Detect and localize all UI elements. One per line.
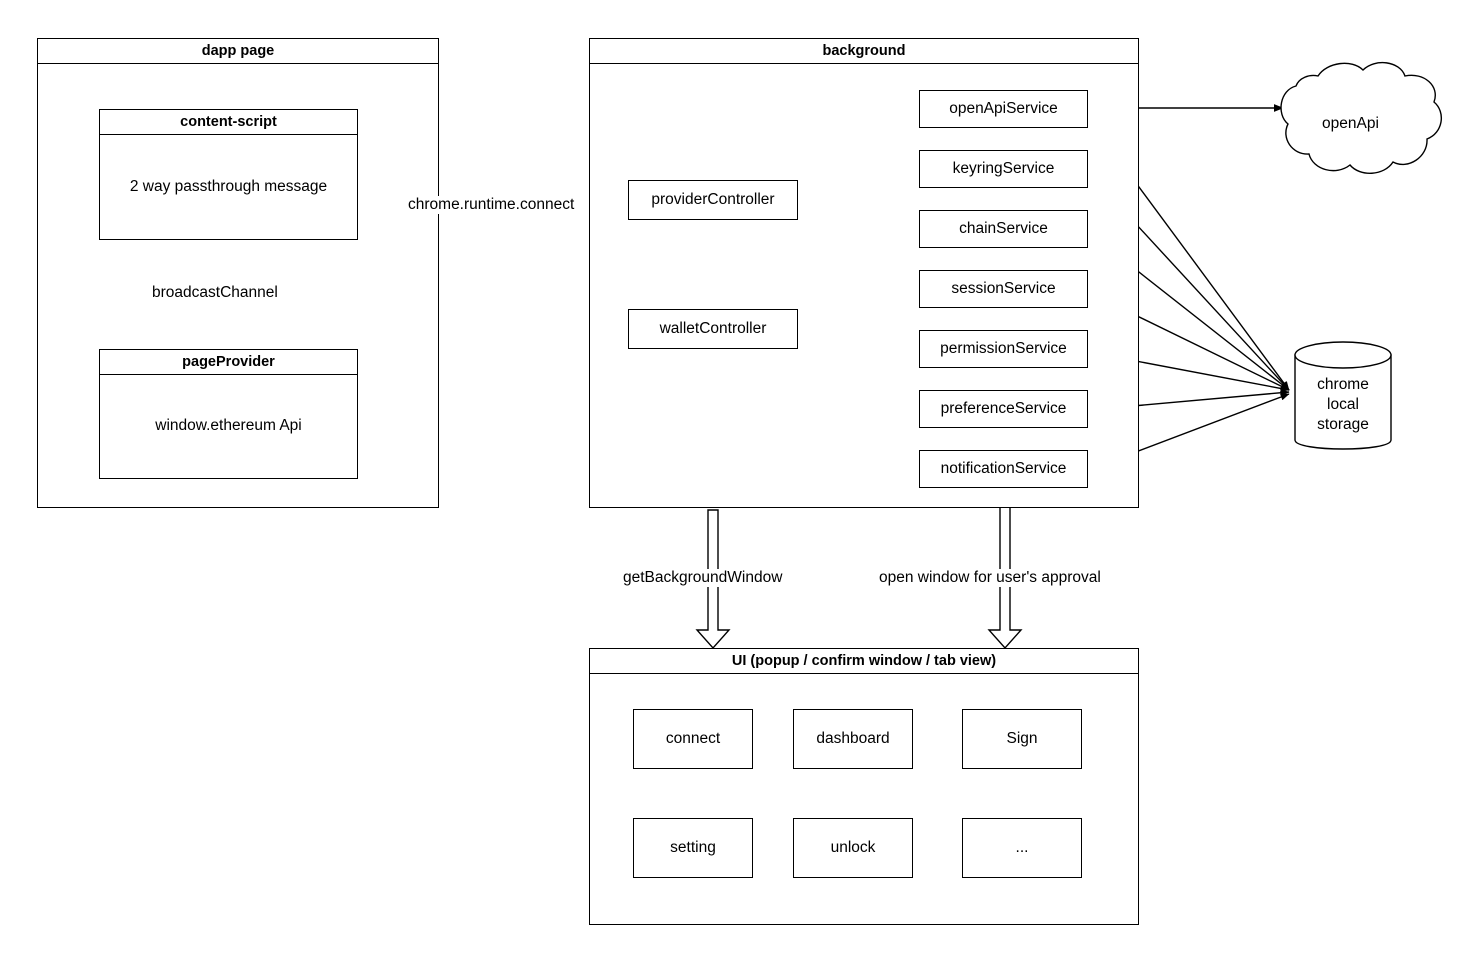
content-script-box: content-script 2 way passthrough message [99,109,358,240]
controller-wallet-controller: walletController [628,309,798,349]
ui-container: UI (popup / confirm window / tab view) [589,648,1139,925]
content-script-title: content-script [100,110,357,135]
ui-button-sign[interactable]: Sign [962,709,1082,769]
storage-label-line-3: storage [1317,416,1369,434]
ui-button-dashboard[interactable]: dashboard [793,709,913,769]
background-title: background [590,39,1138,64]
ui-button-connect[interactable]: connect [633,709,753,769]
content-script-body: 2 way passthrough message [129,177,328,195]
page-provider-title: pageProvider [100,350,357,375]
chrome-local-storage-label: chrome local storage [1295,375,1391,435]
service-preference-service: preferenceService [919,390,1088,428]
dapp-page-title: dapp page [38,39,438,64]
open-api-cloud-shape [1280,61,1442,174]
open-api-label: openApi [1322,115,1379,132]
block-arrow-open-approval [987,488,1023,650]
ui-button-more[interactable]: ... [962,818,1082,878]
service-session-service: sessionService [919,270,1088,308]
service-keyring-service: keyringService [919,150,1088,188]
service-open-api-service: openApiService [919,90,1088,128]
chrome-runtime-connect-label: chrome.runtime.connect [404,196,579,214]
service-notification-service: notificationService [919,450,1088,488]
ui-title: UI (popup / confirm window / tab view) [590,649,1138,674]
storage-label-line-2: local [1327,396,1359,414]
storage-label-line-1: chrome [1317,376,1369,393]
broadcastchannel-label: broadcastChannel [148,284,282,302]
open-window-approval-label: open window for user's approval [875,569,1105,587]
service-permission-service: permissionService [919,330,1088,368]
controller-provider-controller: providerController [628,180,798,220]
ui-button-setting[interactable]: setting [633,818,753,878]
page-provider-box: pageProvider window.ethereum Api [99,349,358,479]
page-provider-body: window.ethereum Api [155,417,302,435]
service-chain-service: chainService [919,210,1088,248]
ui-button-unlock[interactable]: unlock [793,818,913,878]
getbackgroundwindow-label: getBackgroundWindow [619,569,787,587]
